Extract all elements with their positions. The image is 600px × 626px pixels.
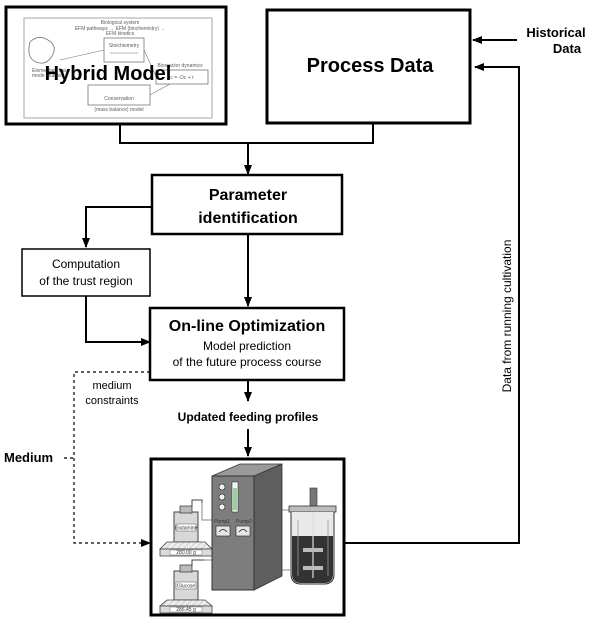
- medium-constraint-path: [64, 371, 151, 547]
- svg-text:286.45 g: 286.45 g: [176, 607, 196, 613]
- hybrid-model-thumbnail: Biological system EFM pathways → EFM (bi…: [23, 17, 213, 119]
- medium-constraints-label: medium constraints: [85, 380, 139, 407]
- hybrid-model-label: Hybrid Model: [45, 63, 172, 85]
- svg-text:Elementary flux: Elementary flux: [32, 68, 67, 74]
- svg-text:Historical: Historical: [526, 25, 585, 40]
- svg-text:Pump1: Pump1: [214, 519, 230, 525]
- trust-region-to-optimization-arrow: [85, 296, 151, 346]
- svg-text:On-line Optimization: On-line Optimization: [169, 318, 325, 335]
- scale-bottom: 286.45 g: [158, 599, 214, 614]
- svg-text:of the future process course: of the future process course: [173, 355, 322, 369]
- svg-text:Biological system: Biological system: [101, 20, 140, 26]
- fermenter-vessel: [288, 487, 337, 585]
- updated-feeding-profiles-label: Updated feeding profiles: [178, 410, 319, 424]
- svg-text:Data: Data: [553, 41, 582, 56]
- svg-text:mode analysis: mode analysis: [32, 73, 64, 79]
- svg-text:c = -Dc + r: c = -Dc + r: [170, 75, 194, 81]
- hybrid-model-box: Biological system EFM pathways → EFM (bi…: [4, 5, 228, 126]
- glutamine-bottle: Glutamine: [173, 499, 203, 543]
- svg-text:EFM pathways → EFM (biochemist: EFM pathways → EFM (biochemistry) →: [75, 26, 166, 32]
- to-trust-region-arrow: [82, 206, 152, 248]
- feedback-arrow: [345, 63, 520, 544]
- svg-text:Pump2: Pump2: [236, 519, 252, 525]
- svg-text:Bioreactor dynamics: Bioreactor dynamics: [157, 63, 203, 69]
- process-data-box: Process Data: [265, 8, 472, 125]
- connectors: [82, 36, 520, 544]
- svg-text:Computation: Computation: [52, 257, 120, 271]
- svg-text:Glucose: Glucose: [177, 584, 196, 590]
- svg-text:identification: identification: [198, 210, 298, 227]
- svg-text:Stoichiometry: Stoichiometry: [109, 43, 140, 49]
- running-cultivation-label: Data from running cultivation: [500, 240, 514, 393]
- parameter-identification-box: Parameter identification: [150, 173, 344, 236]
- trust-region-box: Computation of the trust region: [21, 248, 151, 297]
- svg-text:Parameter: Parameter: [209, 187, 287, 204]
- hybrid-model-connector: [119, 123, 374, 144]
- historical-data-label: Historical Data: [526, 25, 585, 56]
- svg-text:(mass balance) model: (mass balance) model: [94, 107, 143, 113]
- glucose-bottle: Glucose: [173, 559, 204, 601]
- svg-text:280.00 g: 280.00 g: [176, 550, 196, 556]
- svg-text:constraints: constraints: [85, 395, 139, 407]
- svg-text:Glutamine: Glutamine: [175, 526, 198, 532]
- medium-label: Medium: [4, 450, 53, 465]
- svg-text:Model prediction: Model prediction: [203, 339, 291, 353]
- pump-controller: Pump1 Pump2: [211, 463, 283, 591]
- svg-text:EFM kinetics: EFM kinetics: [106, 31, 135, 37]
- svg-text:Conservation: Conservation: [104, 96, 134, 102]
- svg-text:medium: medium: [92, 380, 131, 392]
- scale-top: 280.00 g: [159, 541, 213, 557]
- online-optimization-box: On-line Optimization Model prediction of…: [148, 306, 346, 382]
- bioreactor-box: Glutamine 280.00 g Glucose 286.45 g: [149, 457, 346, 617]
- svg-text:of the trust region: of the trust region: [39, 274, 132, 288]
- process-data-label: Process Data: [307, 55, 435, 77]
